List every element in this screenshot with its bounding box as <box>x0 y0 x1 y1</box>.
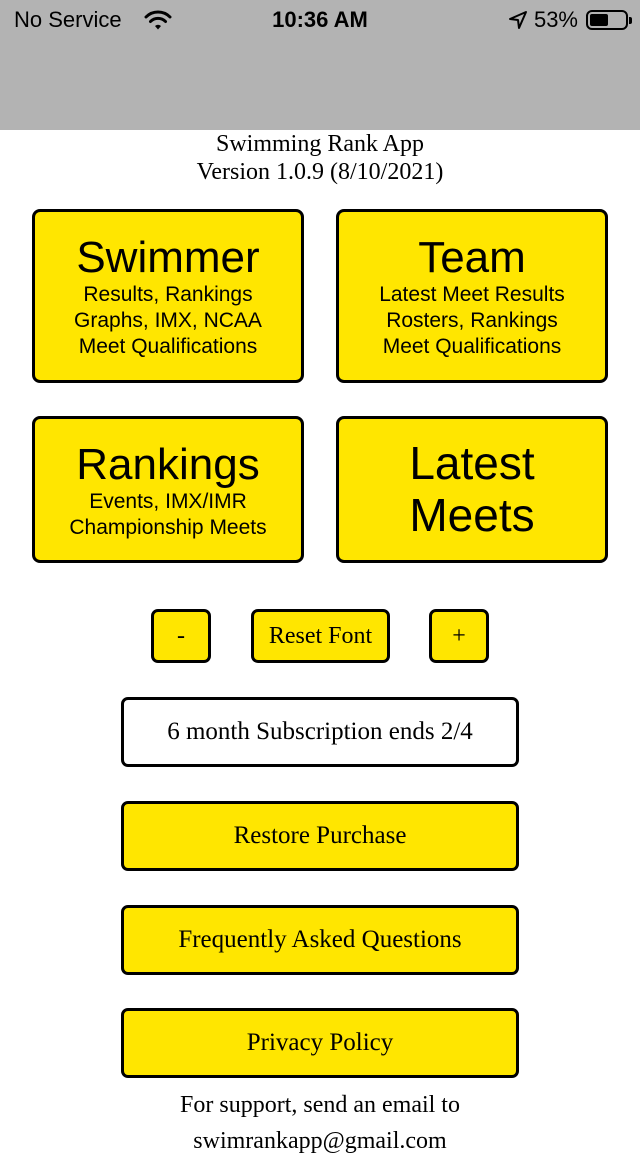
rankings-tile-button[interactable]: Rankings Events, IMX/IMR Championship Me… <box>32 416 304 563</box>
swimmer-tile-line: Meet Qualifications <box>78 335 258 358</box>
faq-button[interactable]: Frequently Asked Questions <box>121 905 519 975</box>
status-right-group: 53% <box>508 6 632 34</box>
app-version: Version 1.0.9 (8/10/2021) <box>196 159 444 185</box>
latest-meets-tile-line: Meets <box>409 489 535 541</box>
support-email-link[interactable]: swimrankapp@gmail.com <box>193 1128 447 1154</box>
team-tile-button[interactable]: Team Latest Meet Results Rosters, Rankin… <box>336 209 608 383</box>
team-tile-line: Meet Qualifications <box>382 335 562 358</box>
support-text: For support, send an email to <box>180 1092 460 1118</box>
battery-icon <box>586 10 632 30</box>
location-arrow-icon <box>508 11 527 29</box>
swimmer-tile-line: Results, Rankings <box>83 283 253 306</box>
reset-font-button[interactable]: Reset Font <box>251 609 390 663</box>
carrier-label: No Service <box>14 7 122 32</box>
rankings-tile-line: Events, IMX/IMR <box>89 490 247 513</box>
swimmer-tile-title: Swimmer <box>76 233 260 282</box>
decrease-font-button[interactable]: - <box>151 609 211 663</box>
team-tile-title: Team <box>418 233 526 282</box>
swimmer-tile-line: Graphs, IMX, NCAA <box>74 309 262 332</box>
latest-meets-tile-line: Latest <box>409 437 535 489</box>
subscription-status: 6 month Subscription ends 2/4 <box>121 697 519 767</box>
latest-meets-tile-button[interactable]: Latest Meets <box>336 416 608 563</box>
battery-fill <box>590 14 608 26</box>
clock-time: 10:36 AM <box>272 7 368 32</box>
increase-font-button[interactable]: + <box>429 609 489 663</box>
wifi-icon <box>144 10 172 30</box>
battery-cap <box>629 17 632 24</box>
privacy-policy-button[interactable]: Privacy Policy <box>121 1008 519 1078</box>
status-bar: No Service 10:36 AM 53% <box>0 0 640 130</box>
team-tile-line: Latest Meet Results <box>379 283 565 306</box>
rankings-tile-title: Rankings <box>76 440 260 489</box>
team-tile-line: Rosters, Rankings <box>386 309 558 332</box>
restore-purchase-button[interactable]: Restore Purchase <box>121 801 519 871</box>
app-title: Swimming Rank App <box>215 131 425 157</box>
rankings-tile-line: Championship Meets <box>69 516 267 539</box>
swimmer-tile-button[interactable]: Swimmer Results, Rankings Graphs, IMX, N… <box>32 209 304 383</box>
battery-percent: 53% <box>533 7 578 32</box>
